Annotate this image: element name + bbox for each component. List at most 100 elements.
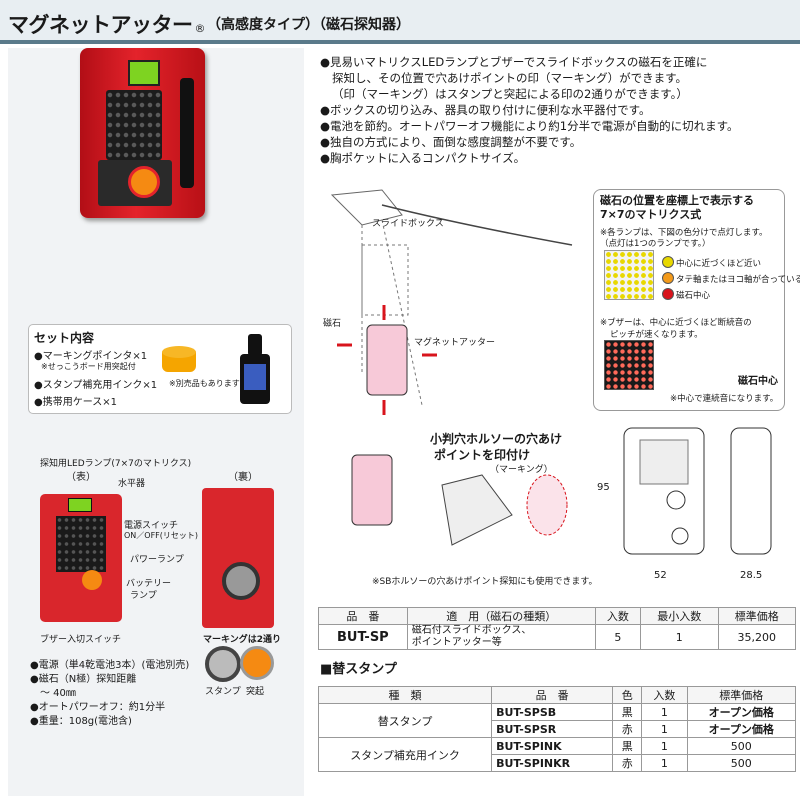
feature-line: （印（マーキング）はスタンプと突起による印の2通りができます。） [332,87,688,101]
buzzer-note: ピッチが速くなります。 [610,330,703,340]
table-header: 種 類 [317,686,493,704]
set-contents-title: セット内容 [34,331,95,345]
feature-line: ●電池を節約。オートパワーオフ機能により約1分半で電源が自動的に切れます。 [320,119,739,133]
row-code: BUT-SPSR [491,720,614,738]
level-label: 水平器 [118,479,146,489]
back-label: （裏） [228,472,258,483]
replacement-table: 種 類 品 番 色 入数 標準価格 替スタンプ BUT-SPSB 黒 1 オープ… [317,686,797,772]
product-photo [80,48,205,218]
magnet-center-label: 磁石中心 [738,376,778,387]
set-item-note: ※せっこうボード用突起付 [41,362,136,371]
level-vial [68,498,92,512]
row-color: 赤 [612,754,643,772]
row-price: オープン価格 [686,720,797,738]
table-row: 替スタンプ BUT-SPSB 黒 1 オープン価格 [317,703,797,738]
depth-dimension: 28.5 [740,570,763,581]
magnet-atter-label: マグネットアッター [414,338,496,348]
mark-title: 小判穴ホルソーの穴あけ [430,432,563,446]
spec-item: ●電源（単4乾電池3本）(電池別売) [30,660,190,671]
level-vial [128,60,160,86]
row-code: BUT-SPINKR [491,754,614,772]
buzzer-switch-label: ブザー入切スイッチ [40,635,122,645]
rubber-grip [180,78,194,188]
row-code: BUT-SPSB [491,703,614,721]
row-qty: 1 [641,703,688,721]
stamp-label: スタンプ [205,687,241,697]
led-matrix [106,90,162,160]
table-row: BUT-SP 磁石付スライドボックス、ポイントアッター等 5 1 35,200 [318,624,797,650]
replacement-title: ■替スタンプ [320,662,397,677]
row-color: 赤 [612,720,643,738]
set-item: ●携帯用ケース×1 [34,397,117,408]
slide-box-label: スライドボックス [372,219,444,229]
magnet-label: 磁石 [323,319,342,329]
table-header: 適 用（磁石の種類） [406,607,596,625]
matrix-note: ※各ランプは、下図の色分けで点灯します。 [600,228,768,238]
matrix-grid [604,250,654,300]
table-row: BUT-SPINKR 赤 1 500 [319,754,797,772]
led-lamp-label: 探知用LEDランプ(7×7のマトリクス) [40,459,192,469]
table-header: 最小入数 [640,607,719,625]
main-product-table: 品 番 適 用（磁石の種類） 入数 最小入数 標準価格 BUT-SP 磁石付スラ… [318,607,797,650]
spec-item: ●磁石（N極）探知距離 [30,674,137,685]
continuous-note: ※中心で連続音になります。 [670,394,779,404]
height-dimension: 95 [597,482,610,493]
legend-label: 磁石中心 [676,291,711,301]
legend-label: タテ軸またはヨコ軸が合っている [676,275,800,285]
row-code: BUT-SPINK [491,737,614,755]
power-button-icon [128,166,160,198]
header-rule [0,40,800,44]
row-type: スタンプ補充用インク [317,737,493,772]
row-price: 500 [686,754,797,772]
control-panel [98,160,172,206]
front-label: （表） [66,472,96,483]
legend-axis-icon [662,272,674,284]
row-color: 黒 [612,737,643,755]
product-price: 35,200 [717,624,797,650]
table-header: 色 [612,686,643,704]
feature-line: ●独自の方式により、面倒な感度調整が不要です。 [320,135,582,149]
page-title: マグネットアッター® [8,13,205,37]
row-price: 500 [686,737,797,755]
table-header: 標準価格 [686,686,797,704]
power-switch-label: 電源スイッチ [124,521,179,531]
buzzer-matrix [604,340,654,390]
marking-label: （マーキング） [490,465,553,475]
width-dimension: 52 [654,570,667,581]
row-type: 替スタンプ [317,703,493,738]
battery-lamp-label: バッテリー [126,579,172,589]
usage-diagram [330,189,573,546]
legend-near-icon [662,256,674,268]
set-item: ●スタンプ補充用インク×1 [34,380,158,391]
battery-lamp-label: ランプ [130,591,157,601]
power-switch-sub: ON／OFF(リセット) [124,531,199,540]
marking-pointer-image [162,346,196,376]
set-item-note: ※別売品もあります [169,379,240,388]
feature-line: ●ボックスの切り込み、器具の取り付けに便利な水平器付です。 [320,103,651,117]
row-qty: 1 [641,754,688,772]
legend-label: 中心に近づくほど近い [676,259,762,269]
product-use: 磁石付スライドボックス、ポイントアッター等 [406,624,596,650]
product-min-qty: 1 [640,624,719,650]
legend-center-icon [662,288,674,300]
row-price: オープン価格 [686,703,797,721]
protrusion-label: 突起 [246,687,265,697]
stamp-icon [205,646,241,682]
stamp-dial-icon [222,562,260,600]
table-header: 入数 [594,607,642,625]
product-qty: 5 [594,624,642,650]
feature-line: 探知し、その位置で穴あけポイントの印（マーキング）ができます。 [332,71,688,85]
feature-line: ●胸ポケットに入るコンパクトサイズ。 [320,151,526,165]
matrix-note: （点灯は1つのランプです。） [600,239,711,249]
page-header: マグネットアッター® （高感度タイプ）（磁石探知器） [0,0,800,44]
led-matrix [56,516,106,572]
spec-item: ～ 40㎜ [40,688,76,699]
diagram-note: ※SBホルソーの穴あけポイント探知にも使用できます。 [372,577,598,587]
table-row: スタンプ補充用インク BUT-SPINK 黒 1 500 [317,737,797,772]
table-header: 標準価格 [717,607,797,625]
set-item: ●マーキングポインタ×1 [34,351,148,362]
marking-two-label: マーキングは2通り [203,635,281,645]
table-row: BUT-SPSR 赤 1 オープン価格 [319,720,797,738]
table-header: 品 番 [491,686,614,704]
